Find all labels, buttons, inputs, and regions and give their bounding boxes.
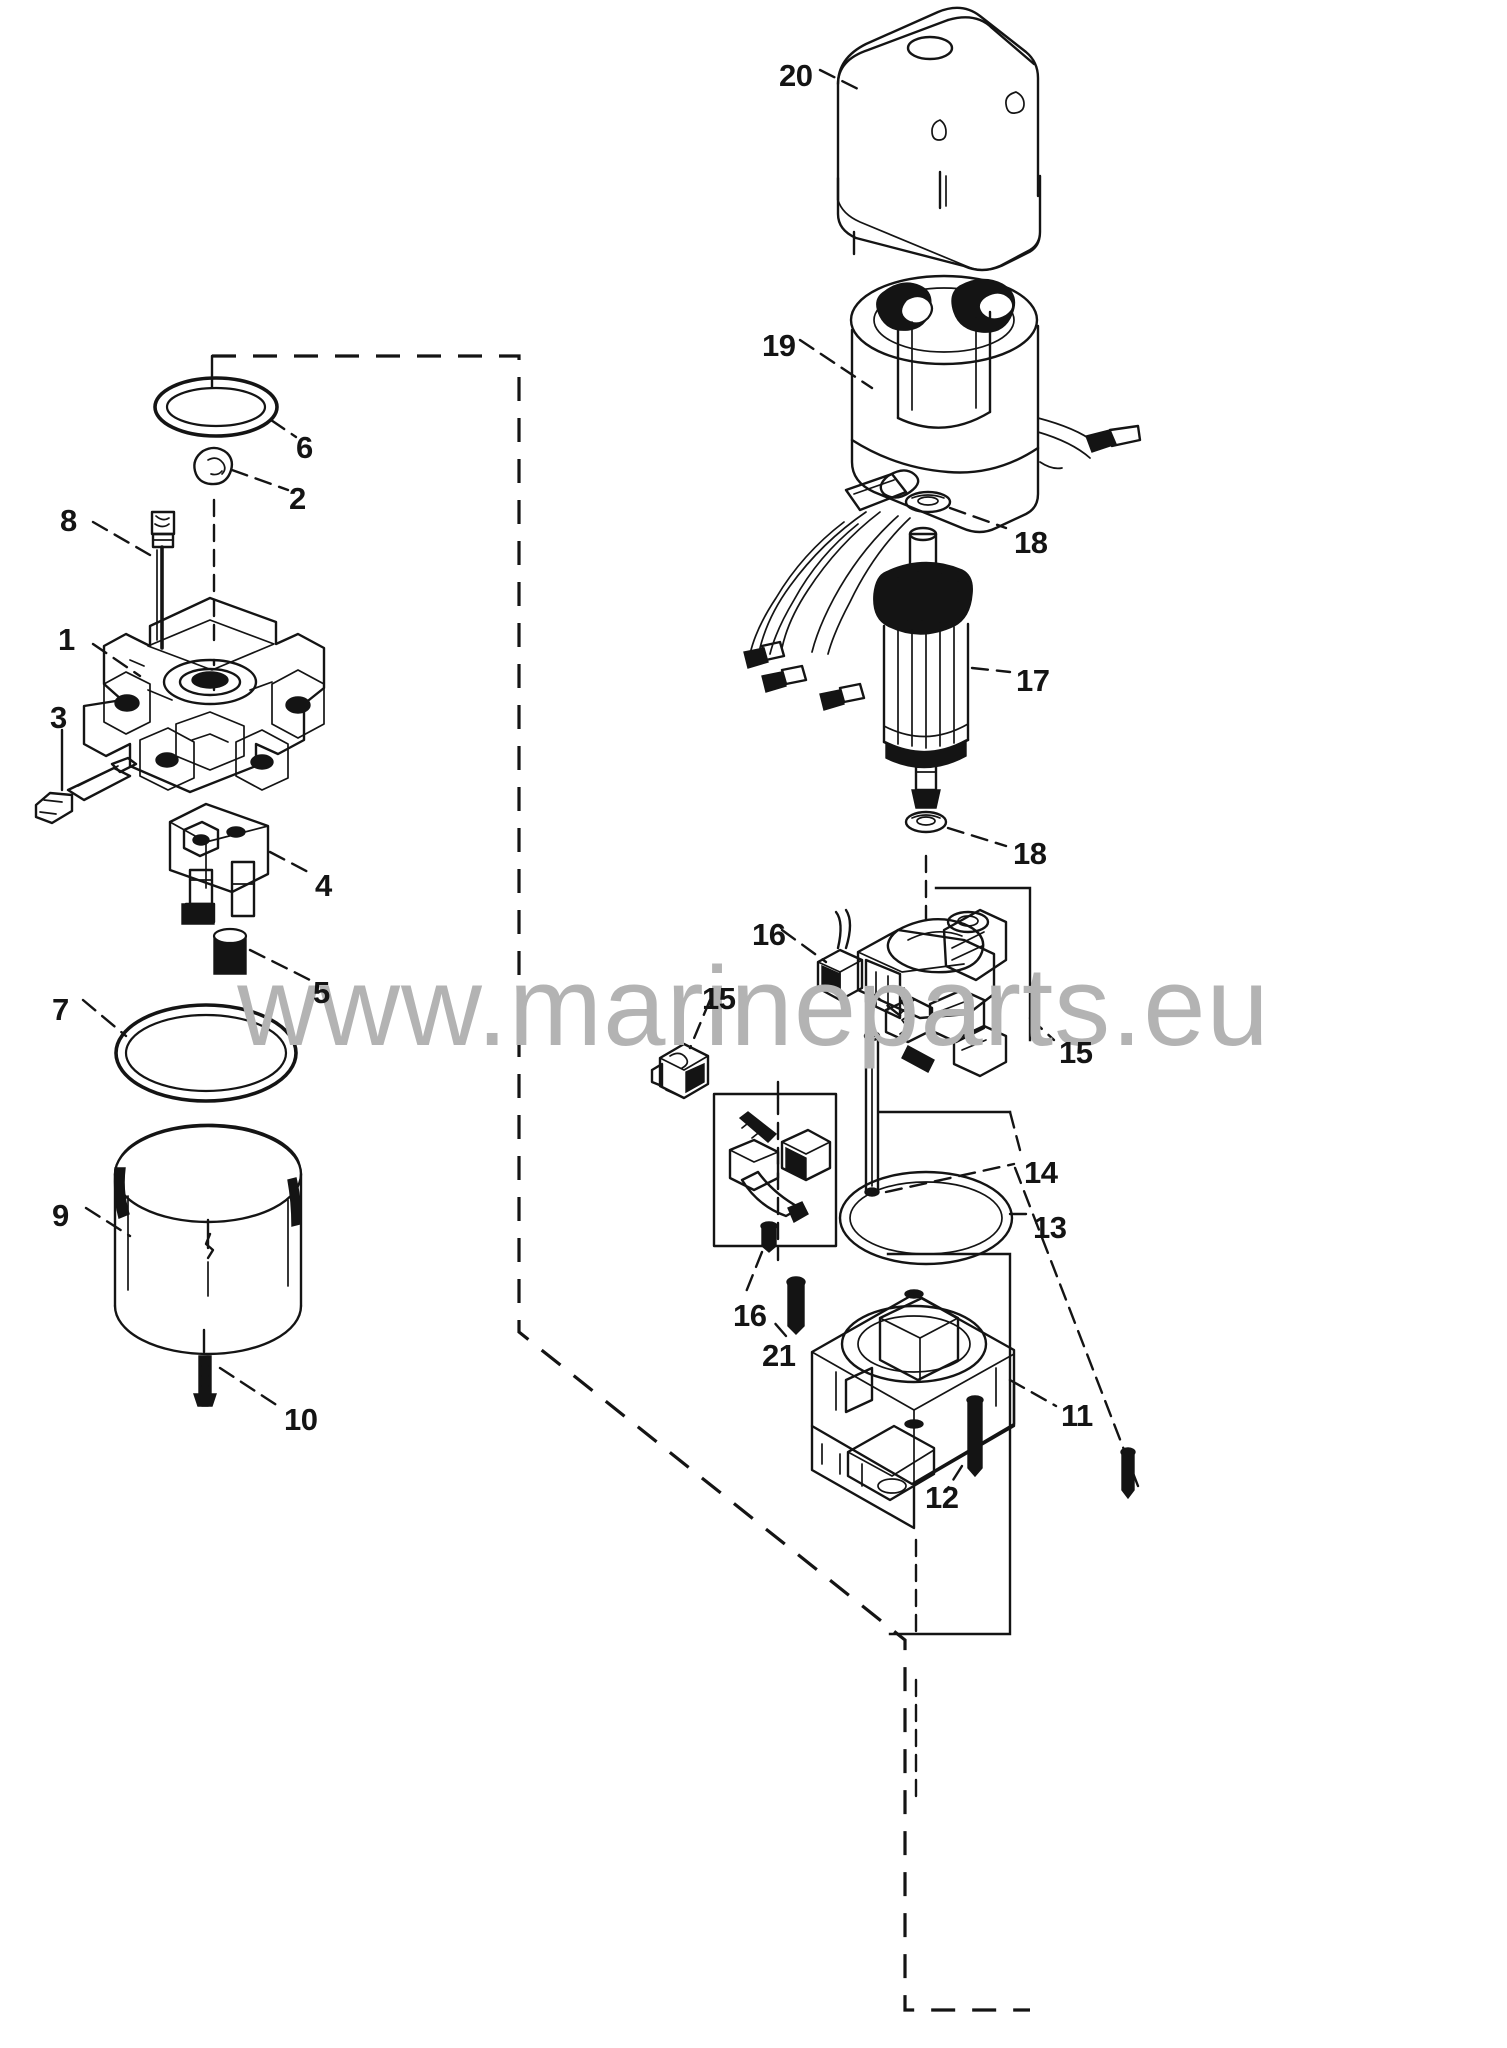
callout-4: 4 xyxy=(315,868,332,903)
callout-15: 15 xyxy=(702,981,736,1016)
callout-19: 19 xyxy=(762,328,796,363)
callout-18-lower: 18 xyxy=(1013,836,1047,871)
callout-2: 2 xyxy=(289,481,306,516)
callout-16: 16 xyxy=(752,917,786,952)
callout-5: 5 xyxy=(313,975,330,1010)
callout-9: 9 xyxy=(52,1198,69,1233)
callout-6: 6 xyxy=(296,430,313,465)
callout-18-upper: 18 xyxy=(1014,525,1048,560)
callout-20: 20 xyxy=(779,58,813,93)
callout-14: 14 xyxy=(1024,1155,1058,1190)
callout-15-bracket: 15 xyxy=(1059,1035,1093,1070)
callout-12: 12 xyxy=(925,1480,959,1515)
callout-21: 21 xyxy=(762,1338,796,1373)
callout-11: 11 xyxy=(1061,1398,1093,1433)
callout-7: 7 xyxy=(52,992,69,1027)
callout-17: 17 xyxy=(1016,663,1050,698)
callout-13: 13 xyxy=(1033,1210,1067,1245)
callout-8: 8 xyxy=(60,503,77,538)
callout-16-detail: 16 xyxy=(733,1298,767,1333)
callout-3: 3 xyxy=(50,700,67,735)
callout-10: 10 xyxy=(284,1402,318,1437)
callout-1: 1 xyxy=(58,622,75,657)
